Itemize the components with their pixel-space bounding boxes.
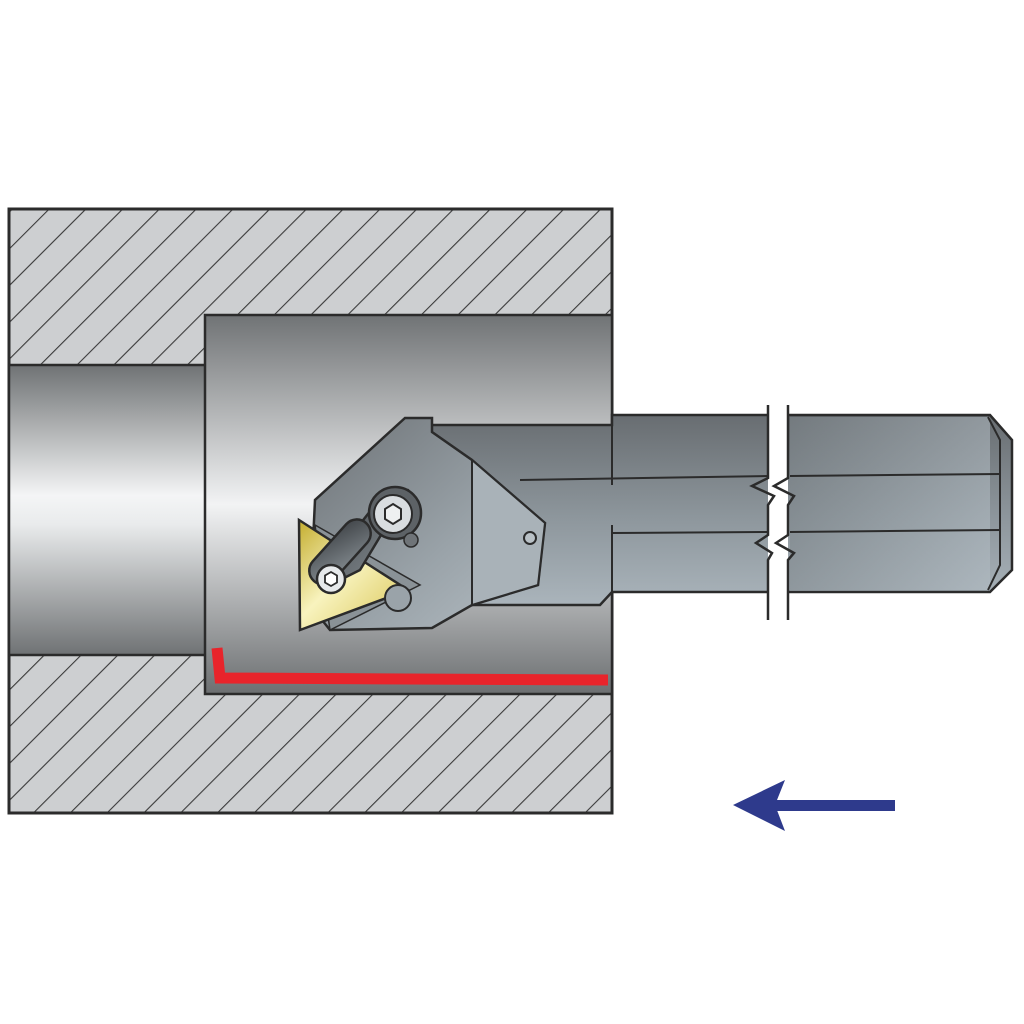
small-bore <box>7 363 209 657</box>
shank-upper-flat-line-right <box>789 473 1001 477</box>
pin-hole <box>523 531 537 545</box>
shank-upper-flat-line <box>519 475 771 481</box>
shank-end-chamfer <box>987 416 1001 591</box>
clamp-pivot <box>403 532 419 548</box>
hex-socket-screw-icon <box>367 485 423 541</box>
machined-surface-line <box>211 647 609 686</box>
insert-screw-icon <box>315 563 347 595</box>
feed-arrow-shaft <box>770 800 895 811</box>
shank-break-gap <box>768 405 788 620</box>
shank-lower-flat-line <box>611 531 771 534</box>
tool-head-edge <box>431 431 473 461</box>
shank-lower-flat-line-right <box>789 529 1001 533</box>
clamp-assembly <box>308 485 423 595</box>
boring-bar-shank <box>428 405 1014 620</box>
tool-head-facet <box>471 457 547 607</box>
insert-hole <box>384 584 412 612</box>
shank-break-line-left <box>749 405 776 620</box>
arrow-left-icon <box>733 780 895 831</box>
shank-break-line-right <box>771 405 796 620</box>
shank-right-end <box>790 417 990 590</box>
feed-arrow-head <box>733 780 785 831</box>
